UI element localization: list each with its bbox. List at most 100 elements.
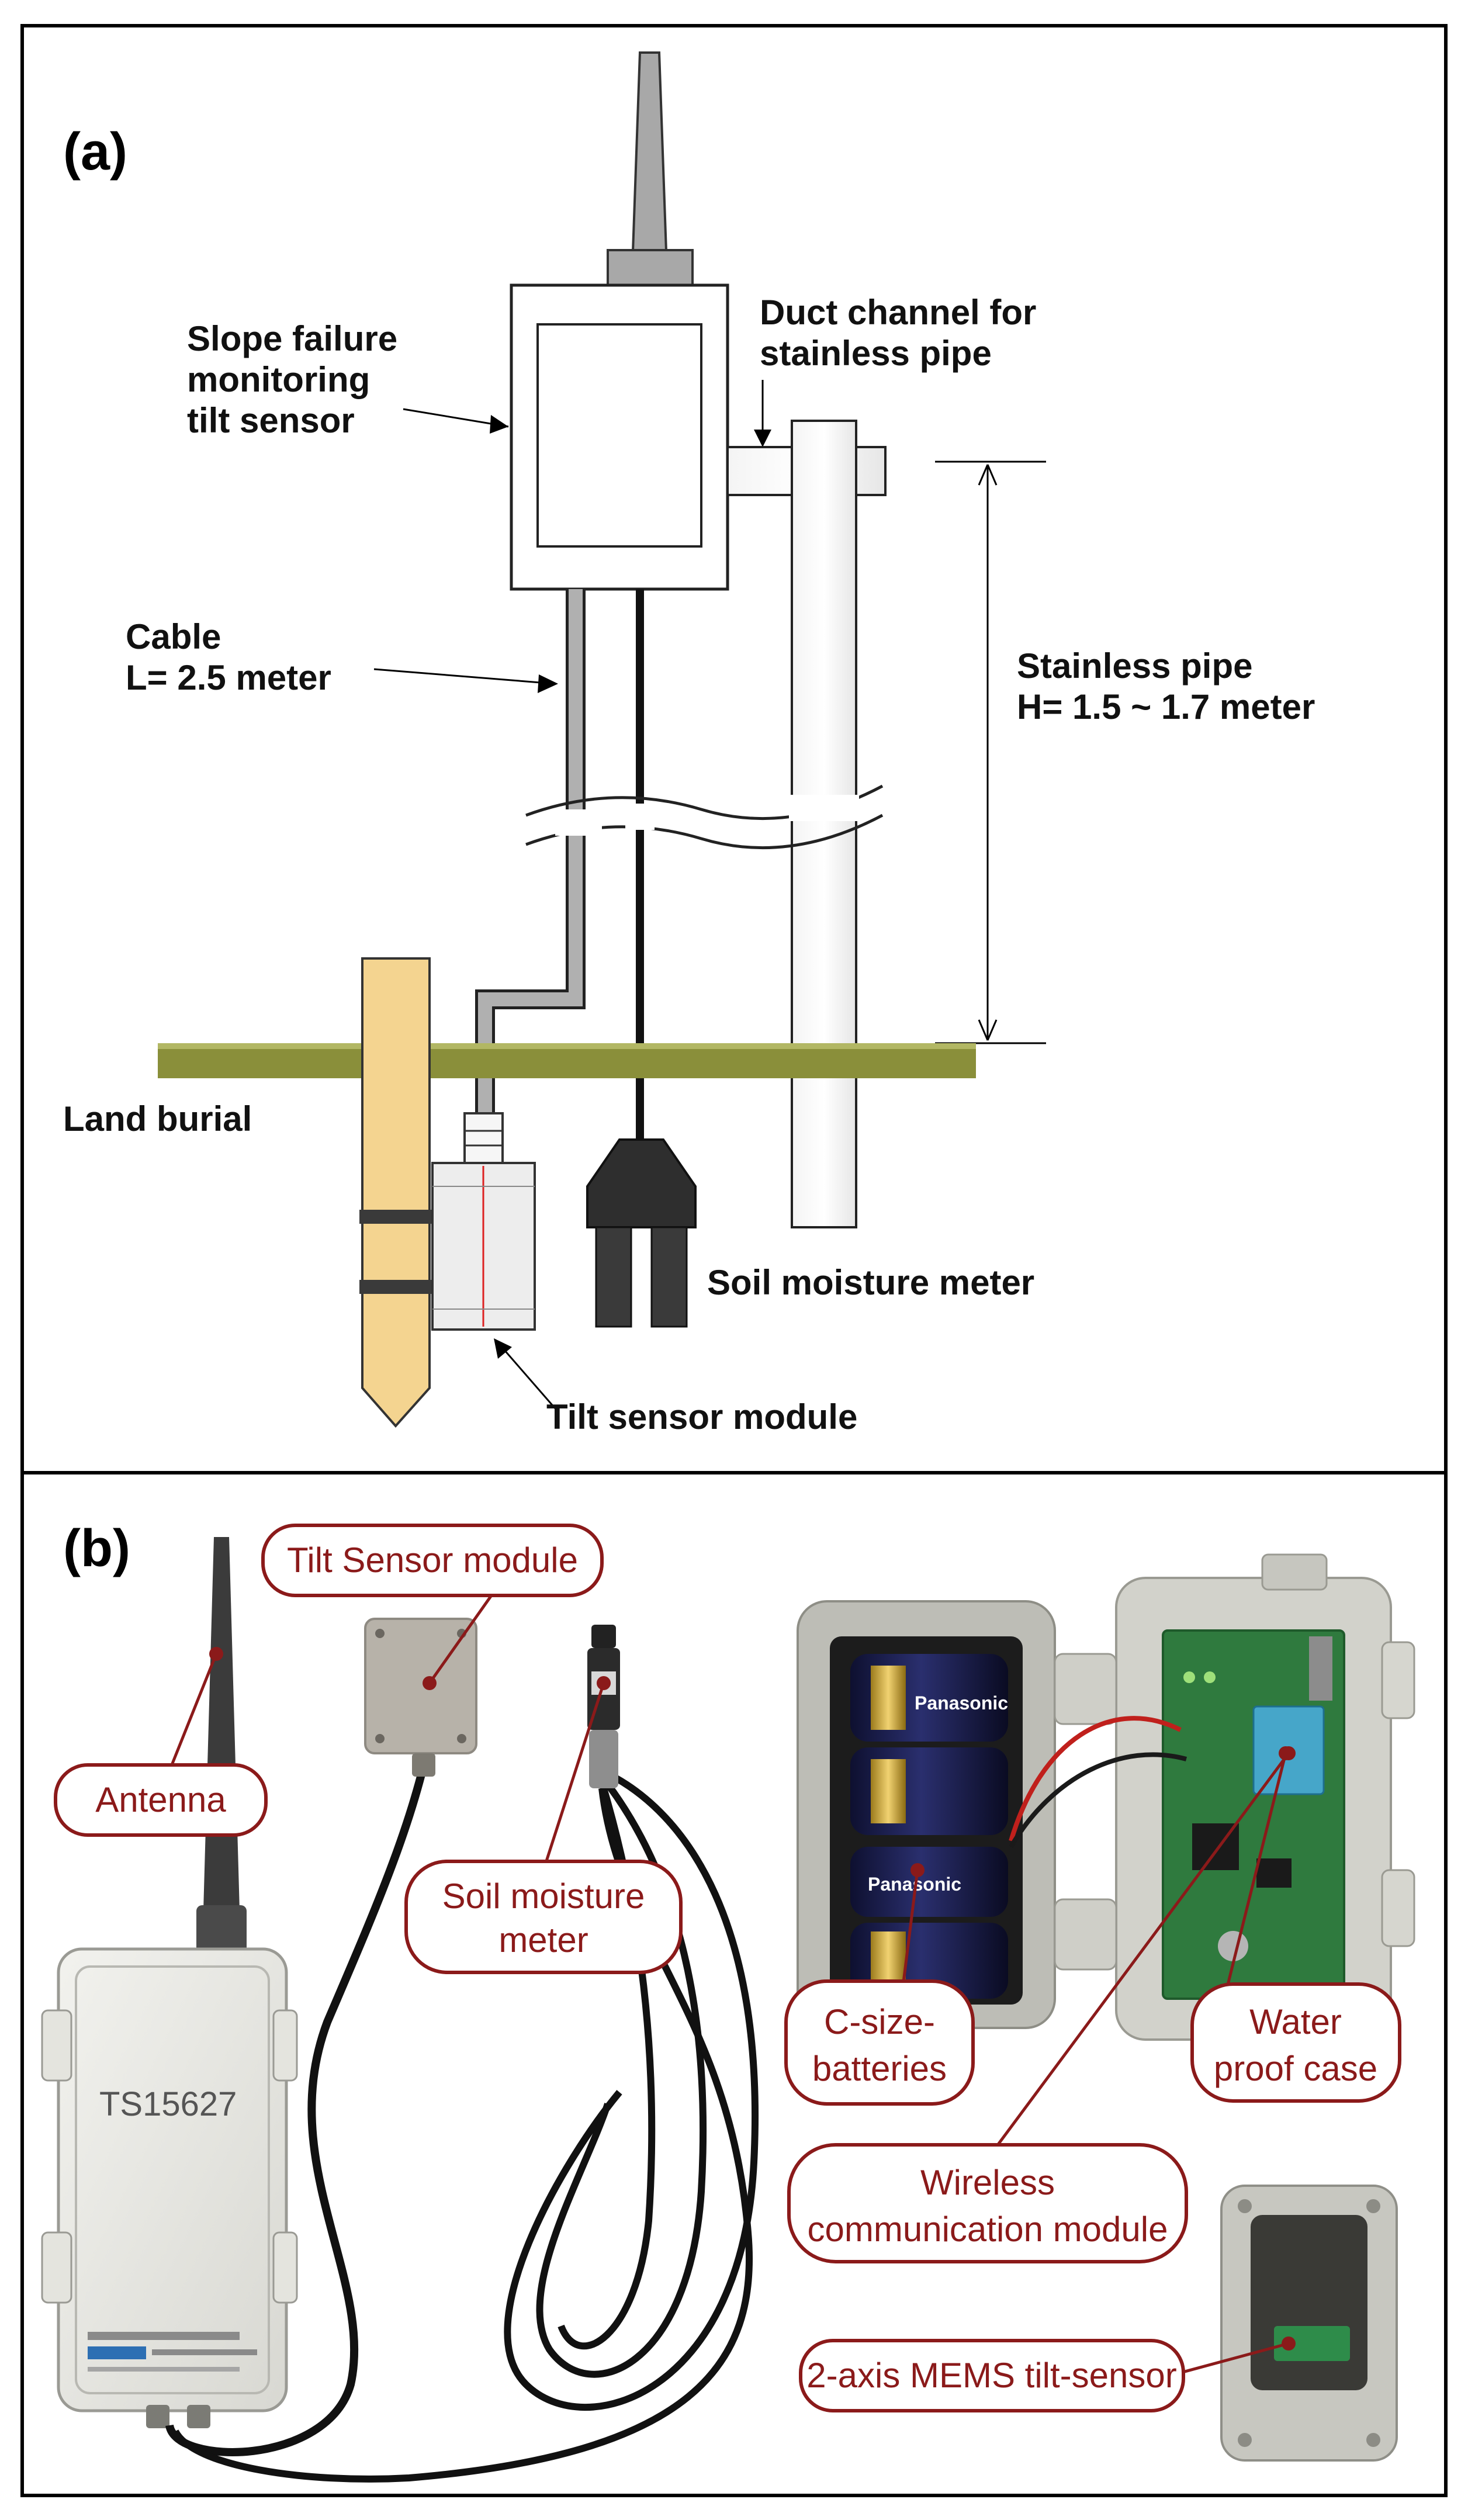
device-lid (75, 1965, 270, 2394)
label-slope-2: monitoring (187, 360, 370, 399)
callout-water-1: Water (1249, 2002, 1342, 2041)
label-tilt-module: Tilt sensor module (546, 1397, 857, 1436)
device-label-strip-3 (152, 2349, 257, 2355)
label-slope-1: Slope failure (187, 319, 397, 358)
callout-soil-2: meter (498, 1920, 588, 1960)
panel-a-tag: (a) (63, 123, 127, 181)
board-chip-2 (1256, 1858, 1292, 1888)
leader-mems (1180, 2342, 1289, 2374)
mems-box-inner (1251, 2215, 1367, 2390)
device-gland-1 (146, 2405, 169, 2428)
dim-arrow-top (978, 464, 998, 486)
case-hinge-left-top (1054, 1653, 1117, 1725)
label-duct-1: Duct channel for (760, 293, 1036, 332)
cable-grey-fill (478, 589, 583, 1116)
leader-batteries (901, 1870, 919, 1988)
device-latch-top (41, 2009, 72, 2082)
callout-water-2: proof case (1214, 2049, 1377, 2088)
device-label-strip-4 (88, 2367, 240, 2372)
label-cable-1: Cable (126, 617, 221, 656)
panel-a: (a) (63, 51, 1315, 1436)
arrow-cable (373, 668, 556, 685)
callout-batteries-2: batteries (812, 2049, 947, 2088)
tilt-box-gland (412, 1753, 435, 1777)
break-gap-2 (625, 804, 655, 830)
case-latch-right-top (1381, 1641, 1415, 1719)
tilt-box-screw-4 (457, 1734, 466, 1743)
tilt-box-screw-3 (375, 1734, 385, 1743)
device-gland-2 (187, 2405, 210, 2428)
board-component (1218, 1931, 1248, 1961)
sensor-box-inner (536, 323, 702, 548)
soil-probe-joint (589, 1730, 618, 1788)
device-label-strip-1 (88, 2332, 240, 2340)
label-pipe-1: Stainless pipe (1017, 646, 1252, 686)
mems-screw-3 (1238, 2433, 1252, 2447)
dot-soil (597, 1676, 611, 1690)
mems-screw-2 (1366, 2199, 1380, 2213)
device-model-text: TS15627 (99, 2085, 237, 2123)
battery-pack: Panasonic Panasonic (850, 1654, 1008, 1999)
callout-leaders (168, 1583, 1290, 2374)
ground-line-highlight (158, 1043, 976, 1049)
dot-antenna (209, 1647, 223, 1661)
arrow-slope-head (490, 415, 508, 434)
stake (361, 957, 431, 1428)
leader-antenna (168, 1653, 218, 1771)
dot-mems (1282, 2336, 1296, 2351)
callout-wireless-1: Wireless (920, 2163, 1055, 2202)
callout-dots (209, 1647, 1296, 2351)
device-label-strip-2 (88, 2346, 146, 2359)
arrow-tilt-module-head (494, 1338, 512, 1359)
board-led-1 (1183, 1671, 1195, 1683)
callout-box-soil (404, 1860, 683, 1974)
dim-arrow-bottom (978, 1019, 998, 1041)
case-latch-right-bottom (1381, 1869, 1415, 1947)
callout-box-tilt-sensor (261, 1524, 604, 1597)
coil-4 (172, 1788, 753, 2483)
soil-meter-prong-left (595, 1226, 632, 1328)
battery-3 (850, 1847, 1008, 1917)
label-pipe-2: H= 1.5 ~ 1.7 meter (1017, 687, 1315, 726)
battery-2-band (871, 1759, 906, 1823)
case-hinge-left-bottom (1054, 1898, 1117, 1971)
antenna-base (607, 249, 694, 286)
device-enclosure (57, 1947, 288, 2412)
label-soil-moisture: Soil moisture meter (707, 1263, 1034, 1302)
dot-batteries (910, 1863, 925, 1877)
device-hinge-top (272, 2009, 298, 2082)
label-slope-3: tilt sensor (187, 401, 355, 440)
panel-b: (b) TS15627 (41, 1519, 1415, 2483)
callout-box-water (1190, 1982, 1401, 2103)
stainless-pipe (791, 420, 857, 1228)
callout-antenna: Antenna (95, 1780, 226, 1819)
leader-wireless (992, 1752, 1290, 2152)
callout-box-batteries (784, 1979, 975, 2106)
arrow-cable-head (538, 674, 558, 693)
battery-1-band (871, 1666, 906, 1730)
callout-tilt-sensor: Tilt Sensor module (287, 1541, 578, 1580)
arrow-tilt-module (496, 1341, 556, 1409)
leader-soil (542, 1683, 605, 1871)
label-duct-2: stainless pipe (760, 334, 992, 373)
board-antenna-post (1309, 1636, 1332, 1701)
red-wire-1 (1009, 1716, 1182, 1842)
panel-b-tag: (b) (63, 1519, 130, 1578)
cable-grey (475, 589, 586, 1116)
callout-box-wireless (787, 2143, 1188, 2263)
mems-screw-4 (1366, 2433, 1380, 2447)
red-wire-2 (1009, 1752, 1187, 1849)
leader-water (1225, 1753, 1287, 1988)
mems-screw-1 (1238, 2199, 1252, 2213)
callout-mems: 2-axis MEMS tilt-sensor (806, 2356, 1176, 2395)
device-antenna (202, 1537, 241, 1952)
tilt-module-connector (463, 1112, 504, 1164)
board-led-2 (1204, 1671, 1216, 1683)
soil-meter-prong-right (650, 1226, 688, 1328)
outer-frame (20, 24, 1448, 2497)
soil-probe-top (591, 1625, 616, 1648)
antenna-drawing (631, 51, 668, 252)
device-hinge-bottom (272, 2231, 298, 2304)
soil-meter-head (586, 1138, 697, 1228)
